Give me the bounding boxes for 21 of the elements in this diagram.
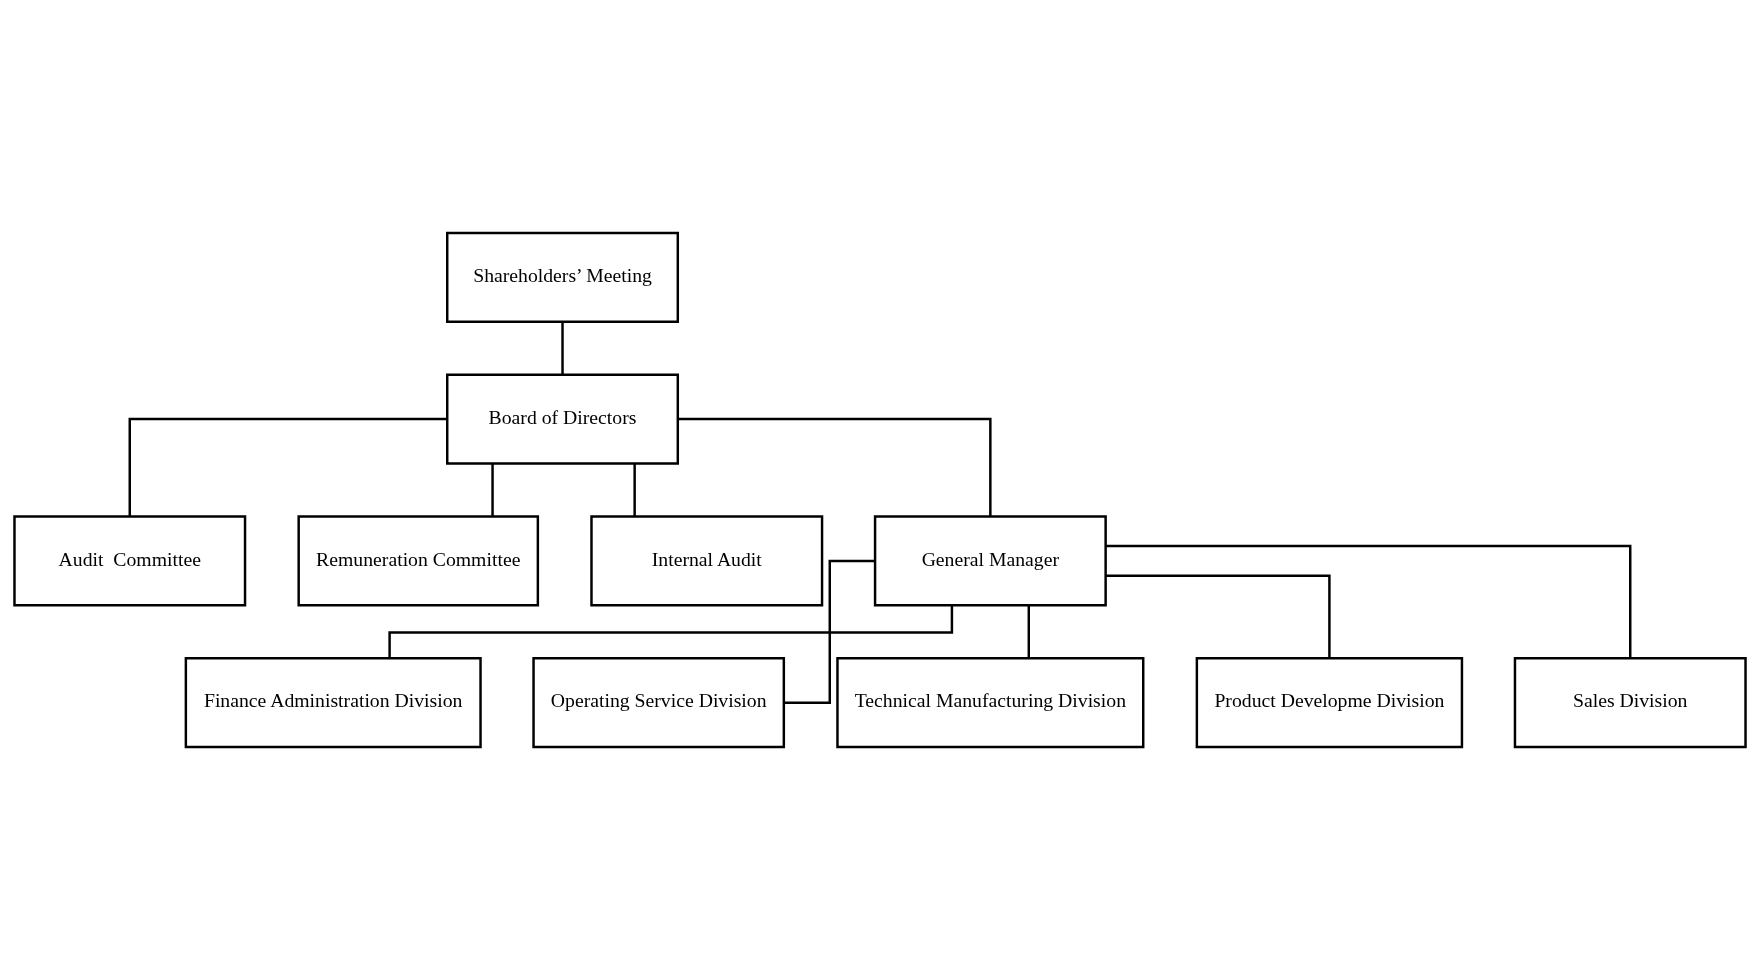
connector	[783, 559, 875, 704]
connector	[1105, 544, 1632, 658]
node-box: Technical Manufacturing Division	[836, 656, 1145, 748]
connector	[633, 463, 636, 516]
connector	[561, 321, 564, 374]
node-box: Finance Administration Division	[184, 656, 482, 748]
connector	[388, 604, 954, 658]
connector	[678, 417, 992, 516]
connector	[1027, 604, 1030, 658]
connector	[1106, 573, 1331, 658]
connector	[128, 417, 448, 516]
node-box: Remuneration Committee	[297, 514, 540, 606]
node-box: Operating Service Division	[532, 656, 786, 748]
node-box: Shareholders’ Meeting	[446, 231, 680, 323]
node-box: Board of Directors	[446, 373, 680, 465]
node-box: Sales Division	[1513, 656, 1747, 748]
connector	[491, 463, 494, 516]
node-box: Audit Committee	[13, 514, 247, 606]
node-box: General Manager	[873, 514, 1107, 606]
node-box: Internal Audit	[590, 514, 824, 606]
node-box: Product Developme Division	[1195, 656, 1464, 748]
